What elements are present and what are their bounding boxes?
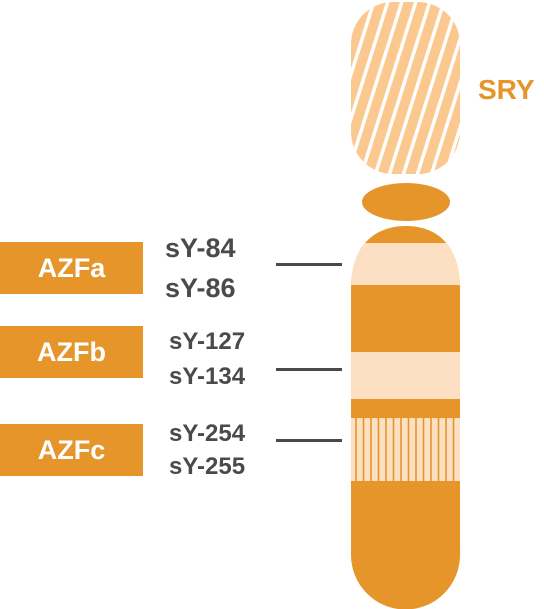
azfc-box: AZFc (0, 424, 143, 476)
azfa-connector (276, 263, 342, 266)
azfa-label: AZFa (37, 252, 106, 283)
sry-label: SRY (478, 74, 535, 105)
short-arm-stripe (218, 0, 278, 185)
azfc-band (351, 418, 460, 481)
short-arm-stripe (351, 2, 378, 174)
azfb-band (351, 352, 460, 399)
marker-sy84: sY-84 (165, 233, 236, 263)
long-arm (351, 226, 460, 609)
marker-sy254: sY-254 (169, 420, 246, 447)
short-arm-stripe (370, 2, 434, 174)
marker-sy127: sY-127 (169, 328, 246, 355)
short-arm (162, 0, 544, 185)
short-arm-stripe (426, 2, 460, 174)
azfc-band-stripes (355, 418, 455, 481)
azfc-connector (276, 439, 342, 442)
azfa-band (351, 243, 460, 285)
short-arm-stripe (356, 2, 420, 174)
short-arm-stripe (162, 0, 222, 185)
azfb-box: AZFb (0, 326, 143, 378)
short-arm-stripe (351, 2, 392, 174)
short-arm-stripe (540, 0, 544, 185)
short-arm-stripe (260, 0, 320, 185)
short-arm-stripe (398, 2, 460, 174)
short-arm-stripe (232, 0, 292, 185)
short-arm-stripe (384, 2, 448, 174)
short-arm-stripe (440, 2, 460, 174)
short-arm-stripe (412, 2, 460, 174)
azfc-label: AZFc (37, 434, 106, 465)
short-arm-stripe (274, 0, 334, 185)
azfb-label: AZFb (37, 336, 106, 367)
short-arm-stripe (288, 0, 348, 185)
marker-sy134: sY-134 (169, 363, 246, 390)
azfb-connector (276, 368, 342, 371)
short-arm-stripe (190, 0, 250, 185)
short-arm-stripe (204, 0, 264, 185)
marker-sy86: sY-86 (165, 273, 236, 303)
short-arm-stripe (176, 0, 236, 185)
marker-sy255: sY-255 (169, 453, 246, 480)
azfa-box: AZFa (0, 242, 143, 294)
centromere (362, 183, 450, 221)
short-arm-stripe (246, 0, 306, 185)
